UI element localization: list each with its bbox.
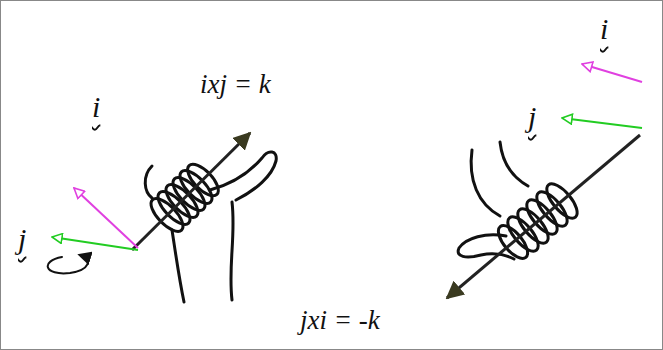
j-vector-arrow (52, 237, 138, 250)
wrist-line (471, 150, 500, 216)
minus-k-vector-arrow (447, 135, 640, 298)
right-hand (458, 142, 582, 263)
cross-product-equation: ixj = k (200, 70, 271, 100)
left-hand (48, 152, 277, 302)
wrist-line (231, 202, 233, 300)
vector-label: j (18, 222, 26, 255)
cross-product-equation: jxi = -k (300, 306, 380, 336)
i-vector-arrow (74, 188, 138, 248)
i-vector-arrow (582, 64, 642, 82)
wrist-line (500, 142, 528, 186)
knuckle-outline (145, 166, 152, 198)
j-vector-arrow (562, 118, 642, 128)
vector-label: j (528, 100, 536, 133)
rotation-arrow (48, 255, 88, 273)
vector-label: i (600, 12, 608, 45)
thumb-outline (210, 152, 276, 200)
k-vector-arrow (132, 133, 250, 250)
wrist-line (172, 230, 184, 302)
vector-label: i (92, 90, 100, 123)
